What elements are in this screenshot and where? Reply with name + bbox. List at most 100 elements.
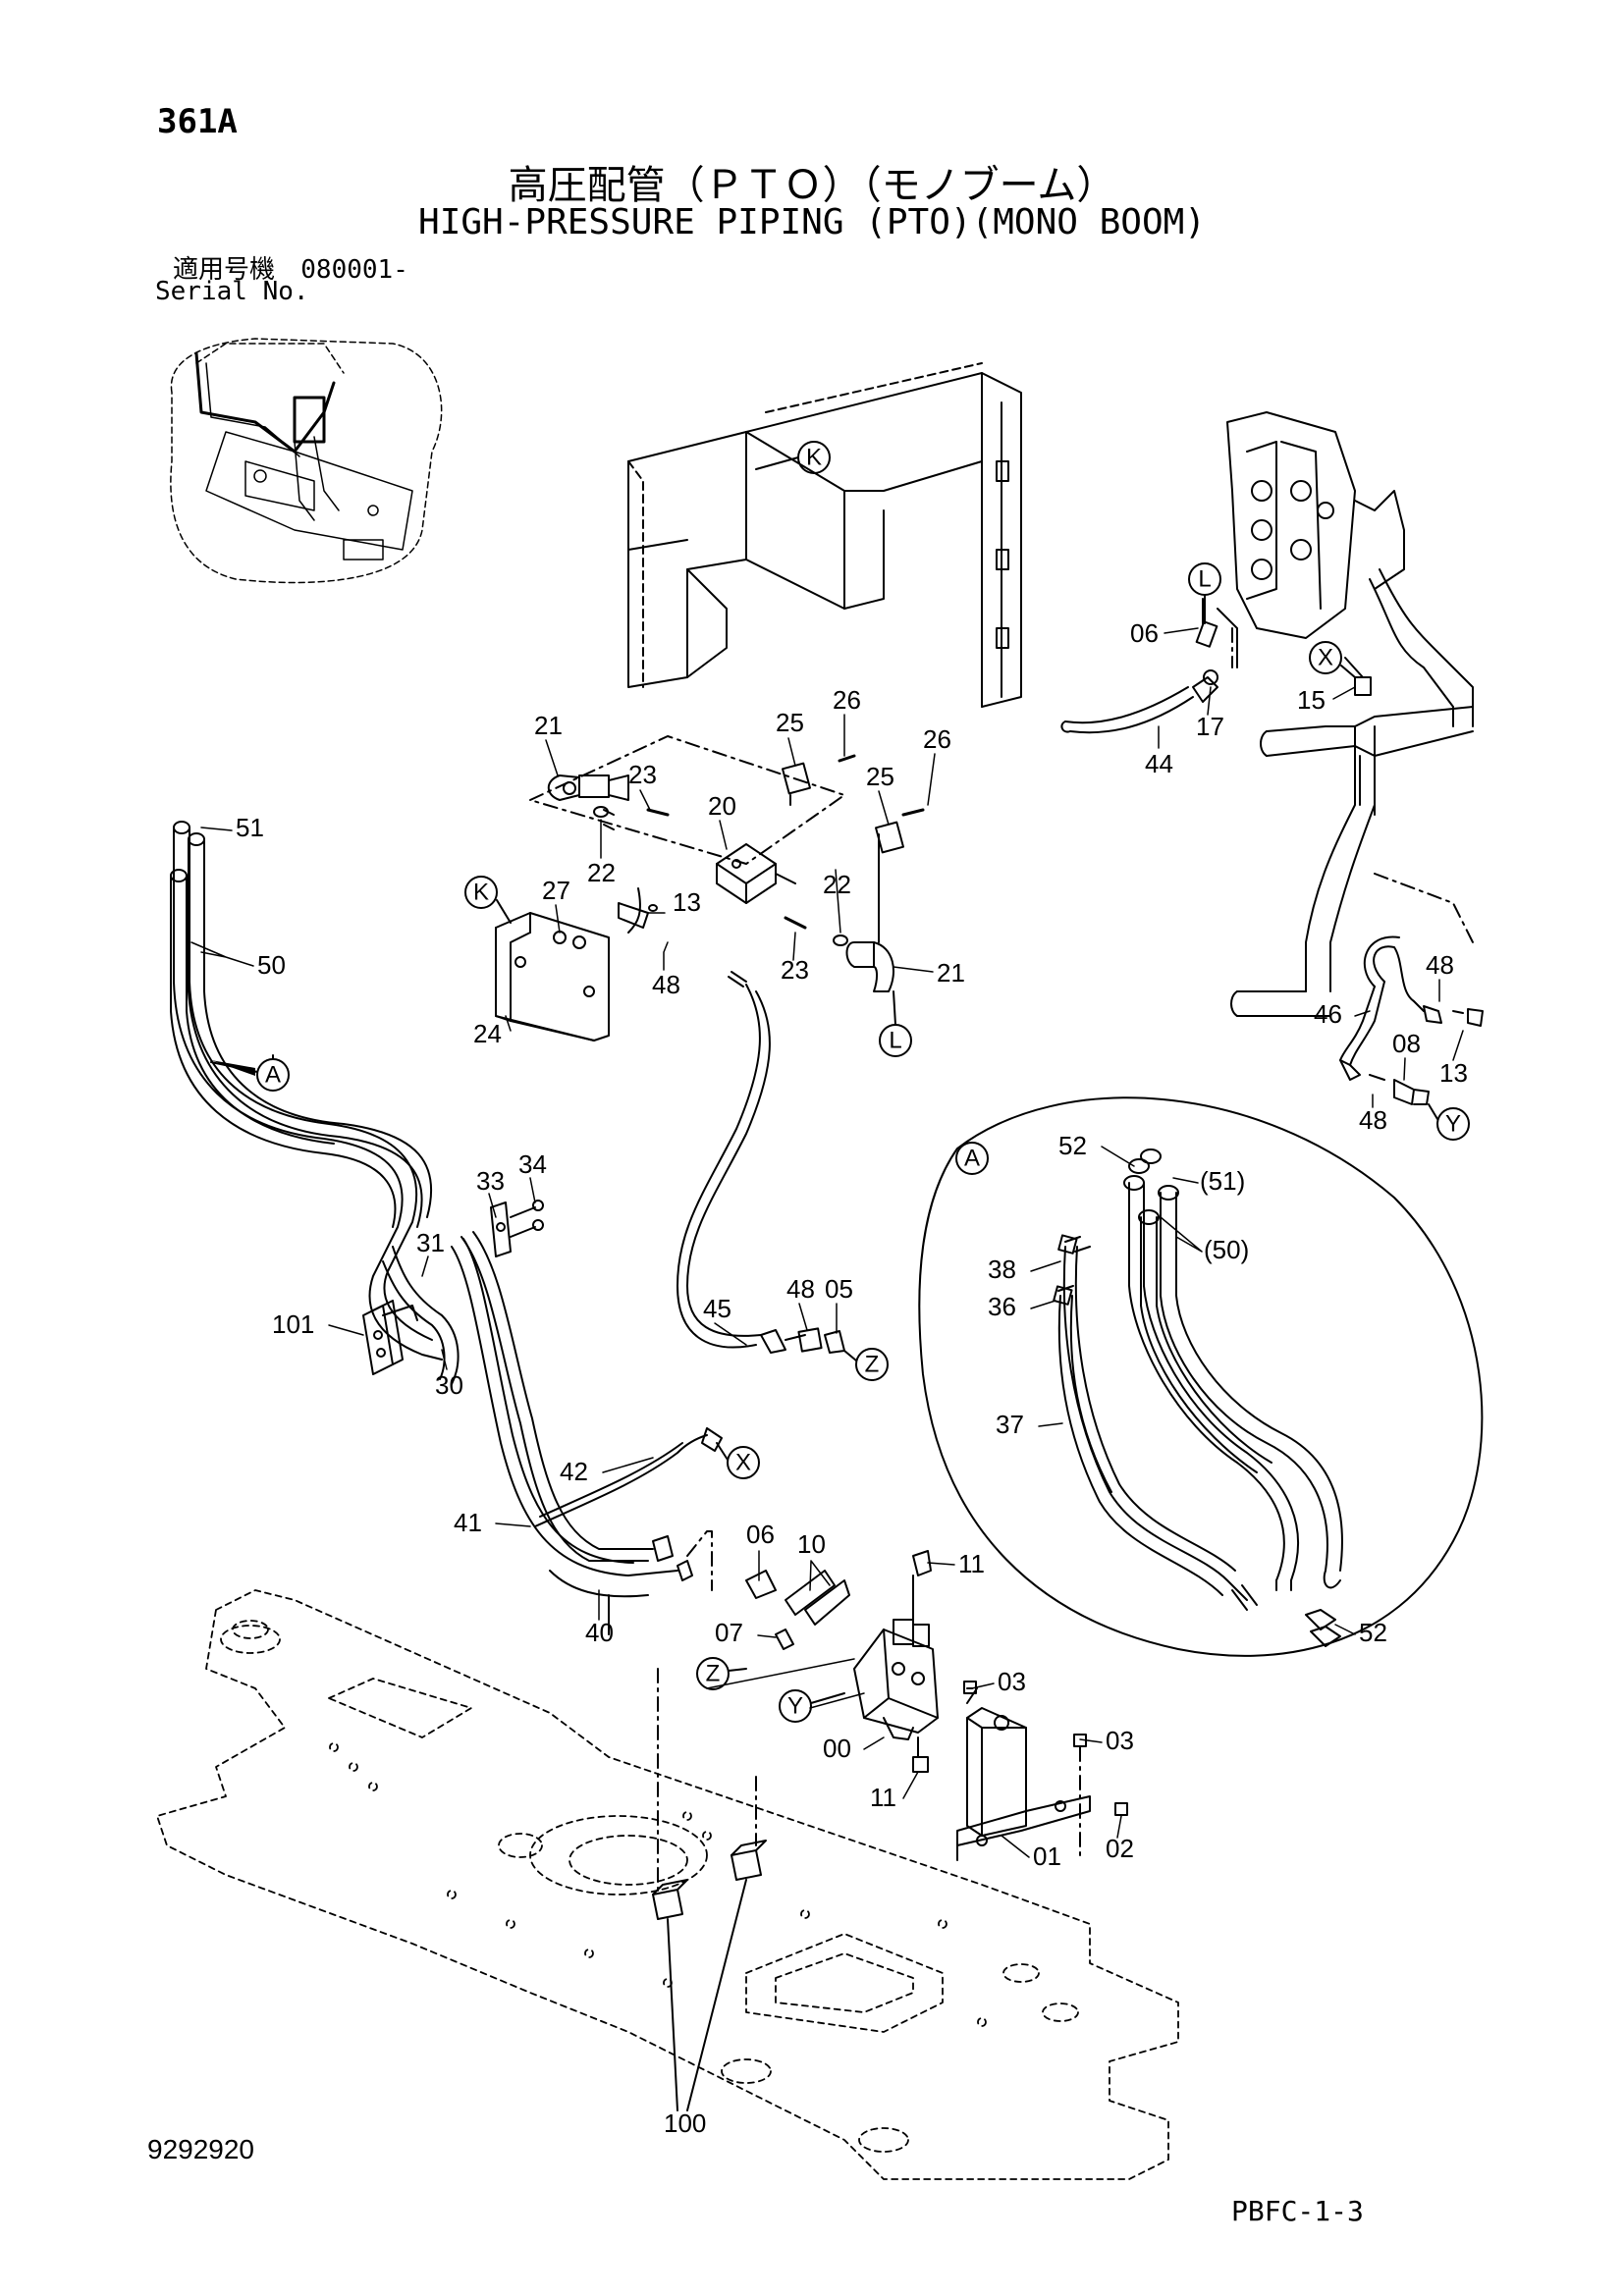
- label-33: 33: [476, 1166, 505, 1196]
- callout-x2: X: [735, 1450, 751, 1476]
- label-11b: 11: [870, 1783, 896, 1812]
- label-22a: 22: [587, 858, 616, 887]
- callout-a2: A: [964, 1146, 980, 1172]
- page-code: 361A: [157, 102, 238, 141]
- label-13b: 13: [1439, 1058, 1468, 1088]
- callout-z2-circle: [696, 1657, 730, 1690]
- label-48d: 48: [786, 1274, 815, 1304]
- hose-46-assembly: [1339, 935, 1484, 1105]
- callout-x1-circle: [1309, 641, 1342, 674]
- sheet-code: PBFC-1-3: [1231, 2195, 1364, 2227]
- callout-k2-circle: [464, 876, 498, 909]
- leader-lines: [190, 627, 1464, 1858]
- callouts: [210, 441, 1470, 1723]
- overview-thumbnail: [170, 338, 443, 584]
- serial-label-jp: 適用号機 080001-: [173, 249, 408, 286]
- callout-z1-circle: [855, 1348, 889, 1381]
- serial-label-en: Serial No.: [155, 277, 309, 306]
- main-frame-plate: [156, 1589, 1179, 2180]
- title-english: HIGH-PRESSURE PIPING (PTO)(MONO BOOM): [418, 202, 1206, 242]
- callout-k2: K: [473, 880, 489, 906]
- label-02: 02: [1106, 1834, 1134, 1863]
- label-26a: 26: [833, 685, 861, 715]
- title-japanese: 高圧配管（ＰＴＯ）（モノブーム）: [508, 163, 1116, 208]
- callout-k1: K: [806, 445, 822, 471]
- detail-view-a: [918, 1096, 1484, 1657]
- label-06a: 06: [1130, 618, 1159, 648]
- callout-y2-circle: [779, 1689, 812, 1723]
- block-101: [362, 1300, 418, 1375]
- label-03a: 03: [998, 1667, 1026, 1696]
- bracket-01: [956, 1681, 1128, 1861]
- blocks-100: [652, 1668, 767, 2111]
- label-03b: 03: [1106, 1726, 1134, 1755]
- label-45: 45: [703, 1294, 731, 1323]
- label-50: 50: [257, 950, 286, 980]
- label-27: 27: [542, 876, 570, 905]
- label-00: 00: [823, 1734, 851, 1763]
- callout-a1: A: [265, 1062, 281, 1089]
- label-101: 101: [272, 1309, 314, 1339]
- label-13a: 13: [673, 887, 701, 917]
- label-15: 15: [1297, 685, 1326, 715]
- label-40: 40: [585, 1618, 614, 1647]
- label-20: 20: [708, 791, 736, 821]
- right-valve-piping: [1230, 568, 1474, 1017]
- label-30: 30: [435, 1370, 463, 1400]
- callout-y1-circle: [1436, 1107, 1470, 1141]
- serial-label-jp-text: 適用号機: [173, 255, 276, 285]
- label-37: 37: [996, 1410, 1024, 1439]
- hose-30-31-41-42: [382, 1231, 723, 1635]
- part-labels: 06 17 44 15 21 25 26 26 25 23 20 22 22 2…: [236, 618, 1468, 2138]
- label-51p: (51): [1200, 1166, 1245, 1196]
- callout-y2: Y: [787, 1693, 803, 1720]
- serial-value: 080001-: [300, 255, 408, 285]
- label-31: 31: [416, 1228, 445, 1257]
- label-11a: 11: [958, 1549, 985, 1578]
- callout-l1: L: [1198, 566, 1211, 593]
- control-valve: [1217, 411, 1405, 668]
- label-25b: 25: [866, 762, 894, 791]
- callout-a2-circle: [955, 1142, 989, 1175]
- callout-z1: Z: [865, 1352, 880, 1378]
- label-44: 44: [1145, 749, 1173, 778]
- callout-y1: Y: [1445, 1111, 1461, 1138]
- label-23a: 23: [628, 760, 657, 789]
- hose-44: [1060, 598, 1372, 734]
- label-52a: 52: [1058, 1131, 1087, 1160]
- callout-l2: L: [889, 1028, 901, 1054]
- label-01: 01: [1033, 1842, 1061, 1871]
- label-07: 07: [715, 1618, 743, 1647]
- label-42: 42: [560, 1457, 588, 1486]
- callout-z2: Z: [706, 1661, 721, 1687]
- label-46: 46: [1314, 999, 1342, 1029]
- label-51: 51: [236, 813, 264, 842]
- label-41: 41: [454, 1508, 482, 1537]
- label-24: 24: [473, 1019, 502, 1048]
- label-06b: 06: [746, 1520, 775, 1549]
- label-10: 10: [797, 1529, 826, 1559]
- pto-valve-assembly: [529, 735, 925, 992]
- label-21b: 21: [937, 958, 965, 988]
- clamp-33-34: [490, 1200, 544, 1257]
- lower-valve-assembly: [706, 1550, 939, 1773]
- label-48a: 48: [652, 970, 680, 999]
- label-23b: 23: [781, 955, 809, 985]
- label-38: 38: [988, 1255, 1016, 1284]
- document-number: 9292920: [147, 2134, 255, 2164]
- label-36: 36: [988, 1292, 1016, 1321]
- bracket-24: [495, 912, 610, 1041]
- label-48b: 48: [1426, 950, 1454, 980]
- label-08: 08: [1392, 1029, 1421, 1058]
- bracket-k-assembly: [627, 362, 1022, 708]
- label-52b: 52: [1359, 1618, 1387, 1647]
- label-50p: (50): [1204, 1235, 1249, 1264]
- label-17: 17: [1196, 712, 1224, 741]
- label-25a: 25: [776, 708, 804, 737]
- callout-x1: X: [1318, 645, 1333, 671]
- label-48c: 48: [1359, 1105, 1387, 1135]
- label-21a: 21: [534, 711, 563, 740]
- label-100: 100: [664, 2109, 706, 2138]
- callout-letters: K L X K L A Y A Z X Z Y: [265, 445, 1461, 1720]
